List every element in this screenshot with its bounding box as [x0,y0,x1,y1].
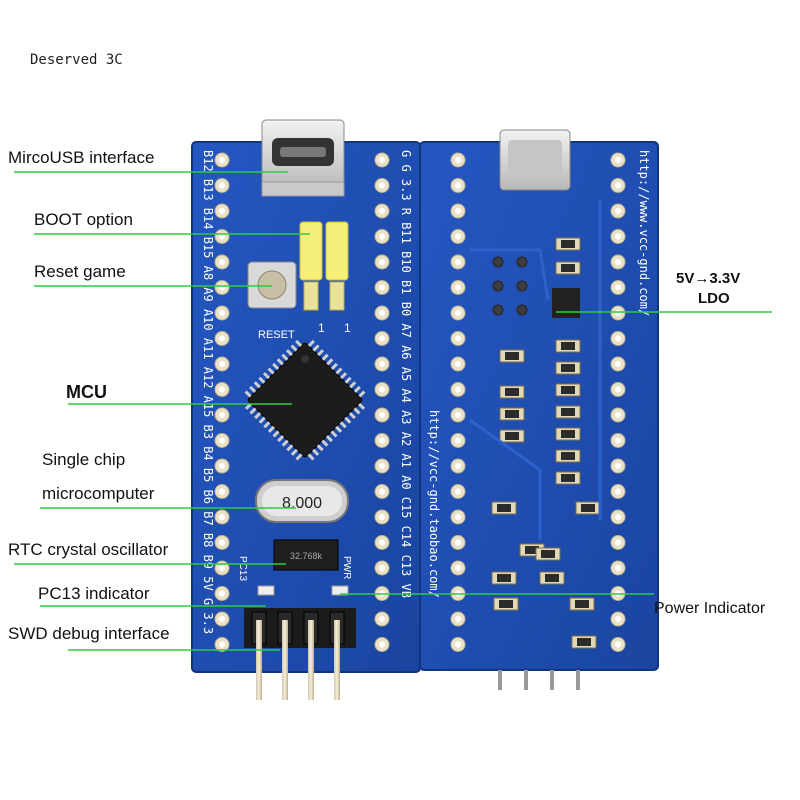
svg-text:1: 1 [344,321,351,335]
label-rtc: RTC crystal oscillator [8,540,169,559]
mcu-chip [244,339,366,461]
label-ldo-line2: LDO [698,290,730,307]
swd-header [244,608,356,700]
board-front: RESET 1 1 8.000 32.768k PC13 PWR [191,119,421,700]
label-swd: SWD debug interface [8,624,170,643]
svg-text:32.768k: 32.768k [290,551,323,561]
watermark-text: Deserved 3C [30,52,123,68]
power-led [331,585,349,596]
usb-connector [261,119,345,197]
label-pc13: PC13 indicator [38,584,150,603]
label-boot: BOOT option [34,210,133,229]
svg-text:G G 3.3 R B11 B10 B1 B0 A7 A6: G G 3.3 R B11 B10 B1 B0 A7 A6 A5 A4 A3 A… [399,150,413,598]
label-single-chip-line2: microcomputer [42,484,155,503]
label-power: Power Indicator [654,600,766,617]
label-single-chip-line1: Single chip [42,450,126,469]
label-reset: Reset game [34,262,126,281]
svg-text:8.000: 8.000 [282,495,322,512]
svg-text:http://www.vcc-gnd.com/: http://www.vcc-gnd.com/ [637,150,651,316]
ldo-regulator [552,288,580,318]
svg-text:1: 1 [318,321,325,335]
board-back: http://www.vcc-gnd.com/ http://vcc-gnd.t… [419,129,659,690]
crystal-8mhz: 8.000 [255,479,349,523]
svg-text:PWR: PWR [341,556,352,579]
reset-button [247,261,297,309]
boot-jumpers [299,221,349,311]
label-ldo-line1: 5V→3.3V [676,270,741,287]
pc13-led [257,585,275,596]
leader-lines [14,171,772,651]
rtc-crystal: 32.768k [273,539,339,571]
svg-text:PC13: PC13 [237,556,248,581]
svg-text:http://vcc-gnd.taobao.com/: http://vcc-gnd.taobao.com/ [427,410,441,598]
label-mcu: MCU [66,382,107,402]
reset-silkscreen: RESET [258,329,295,341]
svg-text:B12 B13 B14 B15 A8 A9 A10 A11: B12 B13 B14 B15 A8 A9 A10 A11 A12 A15 B3… [201,150,215,634]
label-usb: MircoUSB interface [8,148,155,167]
